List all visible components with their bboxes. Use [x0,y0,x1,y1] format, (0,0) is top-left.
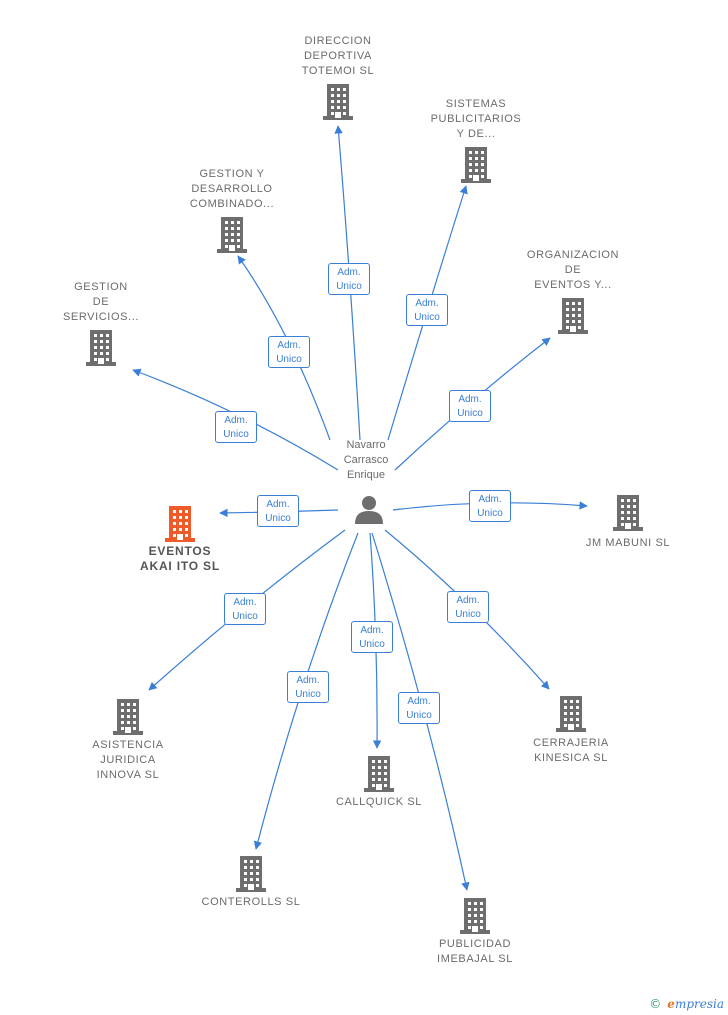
edge-role-badge[interactable]: Adm. Unico [257,495,299,527]
company-label[interactable]: SISTEMAS PUBLICITARIOS Y DE... [430,98,522,140]
brand-e: e [667,997,675,1011]
company-label[interactable]: DIRECCION DEPORTIVA TOTEMOI SL [301,35,375,77]
person-icon[interactable] [354,494,384,529]
company-label[interactable]: ORGANIZACION DE EVENTOS Y... [526,249,620,291]
building-icon[interactable] [85,330,117,371]
building-icon[interactable] [235,856,267,897]
company-label[interactable]: GESTION DE SERVICIOS... [62,281,140,323]
building-icon[interactable] [322,84,354,125]
edge-role-badge[interactable]: Adm. Unico [287,671,329,703]
edge-role-badge[interactable]: Adm. Unico [351,621,393,653]
copyright-symbol: © [649,997,662,1011]
edge-role-badge[interactable]: Adm. Unico [328,263,370,295]
building-icon[interactable] [164,506,196,547]
edge-role-badge[interactable]: Adm. Unico [268,336,310,368]
empresia-footer: © empresia [649,997,724,1011]
edge-role-badge[interactable]: Adm. Unico [215,411,257,443]
company-label[interactable]: JM MABUNI SL [585,537,671,549]
edge-role-badge[interactable]: Adm. Unico [449,390,491,422]
edge-role-badge[interactable]: Adm. Unico [406,294,448,326]
company-label[interactable]: GESTION Y DESARROLLO COMBINADO... [189,168,275,210]
building-icon[interactable] [555,696,587,737]
company-label[interactable]: CONTEROLLS SL [201,896,301,908]
building-icon[interactable] [612,495,644,536]
person-label[interactable]: Navarro Carrasco Enrique [343,439,389,481]
building-icon[interactable] [363,756,395,797]
edge-role-badge[interactable]: Adm. Unico [469,490,511,522]
building-icon[interactable] [460,147,492,188]
company-label[interactable]: ASISTENCIA JURIDICA INNOVA SL [92,739,164,781]
building-icon[interactable] [112,699,144,740]
edge-role-badge[interactable]: Adm. Unico [224,593,266,625]
company-label[interactable]: PUBLICIDAD IMEBAJAL SL [437,938,513,965]
brand-text: mpresia [674,997,724,1011]
edge-role-badge[interactable]: Adm. Unico [447,591,489,623]
building-icon[interactable] [557,298,589,339]
edge-role-badge[interactable]: Adm. Unico [398,692,440,724]
company-label[interactable]: EVENTOS AKAI ITO SL [140,544,220,573]
building-icon[interactable] [459,898,491,939]
company-label[interactable]: CALLQUICK SL [335,796,423,808]
company-label[interactable]: CERRAJERIA KINESICA SL [533,737,609,764]
building-icon[interactable] [216,217,248,258]
